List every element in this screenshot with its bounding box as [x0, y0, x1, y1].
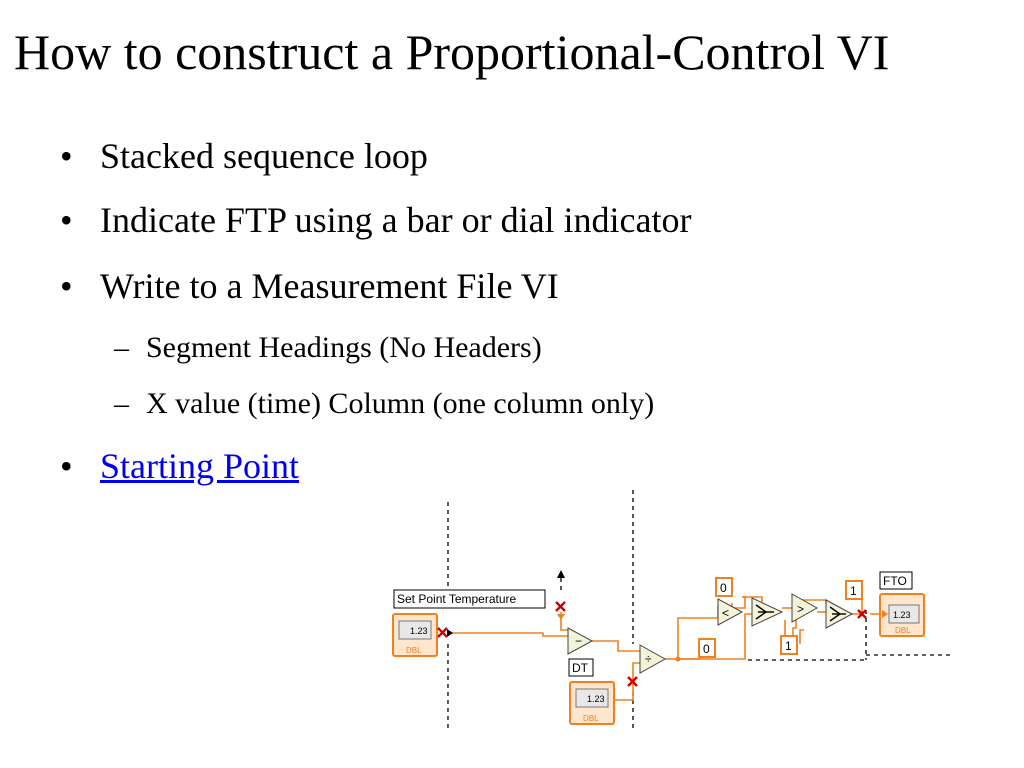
set-point-label-box [393, 589, 546, 609]
set-point-label: Set Point Temperature [397, 592, 517, 606]
starting-point-link[interactable]: Starting Point [100, 446, 300, 486]
constant-one-mid[interactable]: 1 [780, 635, 798, 655]
fto-indicator[interactable]: 1.23 DBL [879, 593, 925, 637]
coercion-x-icon [857, 609, 867, 619]
select-node [825, 599, 854, 629]
slide-title: How to construct a Proportional-Control … [14, 24, 890, 80]
constant-one-right[interactable]: 1 [845, 580, 863, 600]
dbl-label: DBL [406, 646, 422, 655]
less-than-node: < [717, 598, 744, 626]
wire-arrow-icon [557, 614, 565, 620]
divide-node: ÷ [639, 644, 667, 674]
dt-label-box [568, 658, 594, 677]
svg-text:−: − [575, 634, 582, 648]
bullet-text: Write to a Measurement File VI [100, 266, 559, 306]
bullet-marker: • [60, 266, 73, 306]
svg-text:<: < [722, 606, 729, 620]
sub-bullet-item: –Segment Headings (No Headers) [114, 330, 542, 366]
sub-bullet-marker: – [114, 387, 129, 420]
wire-junction [675, 656, 681, 662]
bullet-marker: • [60, 200, 73, 240]
svg-text:÷: ÷ [645, 652, 652, 666]
sub-bullet-text: Segment Headings (No Headers) [146, 331, 542, 364]
set-point-control[interactable]: 1.23 DBL [392, 613, 438, 657]
fto-label-box [879, 571, 913, 590]
bullet-marker: • [60, 136, 73, 176]
constant-value: 0 [703, 642, 710, 656]
sub-bullet-marker: – [114, 331, 129, 364]
dt-control[interactable]: 1.23 DBL [569, 681, 615, 725]
bullet-text: Stacked sequence loop [100, 136, 428, 176]
numeric-display: 1.23 [587, 694, 605, 704]
bullet-item: • Starting Point [60, 444, 299, 488]
tunnel-arrow-icon [557, 570, 565, 578]
dbl-label: DBL [895, 626, 911, 635]
numeric-display: 1.23 [893, 610, 911, 620]
bullet-item: • Indicate FTP using a bar or dial indica… [60, 198, 692, 242]
subtract-node: − [567, 627, 594, 655]
bullet-text: Indicate FTP using a bar or dial indicat… [100, 200, 692, 240]
wires [452, 596, 880, 701]
constant-value: 0 [720, 581, 727, 595]
select-node [751, 597, 784, 627]
bullet-item: • Write to a Measurement File VI [60, 264, 559, 308]
constant-value: 1 [785, 639, 792, 653]
labview-block-diagram: Set Point Temperature 1.23 DBL − DT 1.23… [392, 490, 950, 730]
numeric-display: 1.23 [410, 626, 428, 636]
constant-zero-bottom[interactable]: 0 [698, 638, 716, 658]
dbl-label: DBL [583, 714, 599, 723]
sub-bullet-item: –X value (time) Column (one column only) [114, 386, 654, 422]
sub-bullet-text: X value (time) Column (one column only) [146, 387, 655, 420]
greater-than-node: > [791, 593, 819, 623]
constant-value: 1 [850, 584, 857, 598]
wire-arrow-icon [447, 629, 453, 637]
svg-text:>: > [797, 602, 804, 616]
coercion-x-icon [627, 676, 638, 687]
constant-zero-top[interactable]: 0 [715, 577, 733, 597]
dt-label: DT [572, 661, 589, 675]
bullet-marker: • [60, 446, 73, 486]
coercion-x-icon [437, 627, 448, 638]
fto-label: FTO [883, 574, 907, 588]
bullet-item: • Stacked sequence loop [60, 134, 428, 178]
coercion-x-icon [555, 601, 566, 612]
sequence-frame-lines [447, 490, 950, 730]
